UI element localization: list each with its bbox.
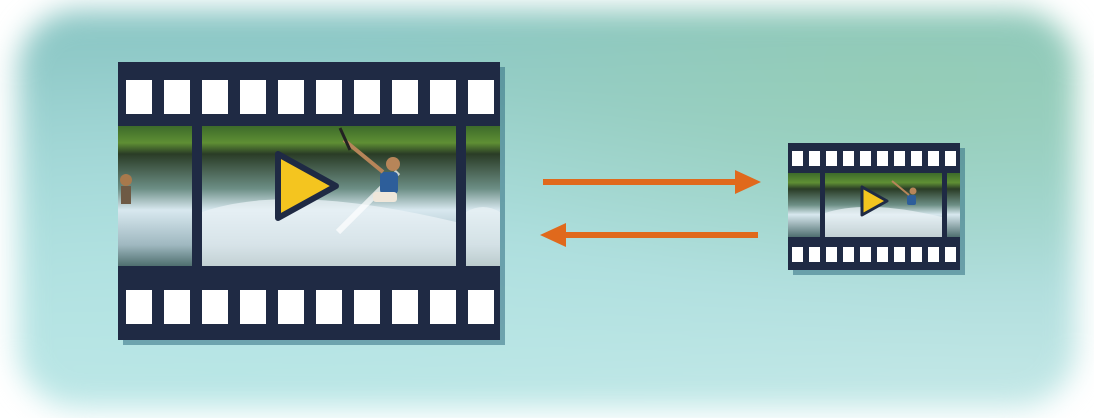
top-sprocket-row-small — [792, 151, 956, 166]
top-sprocket-row — [126, 80, 494, 114]
film-strip-small — [788, 143, 960, 270]
frame-center-small — [825, 173, 942, 237]
frame-center — [202, 126, 456, 266]
frame-left — [118, 126, 192, 266]
film-strip-large — [118, 62, 500, 340]
frame-right — [466, 126, 500, 266]
film-strip-small-graphic — [788, 143, 960, 270]
frame-left-small — [788, 173, 820, 237]
arrow-right-icon — [543, 170, 761, 194]
film-strip-large-graphic — [118, 62, 500, 340]
arrow-left-icon — [540, 223, 758, 247]
bottom-sprocket-row-small — [792, 247, 956, 262]
bottom-sprocket-row — [126, 290, 494, 324]
frame-right-small — [947, 173, 960, 237]
